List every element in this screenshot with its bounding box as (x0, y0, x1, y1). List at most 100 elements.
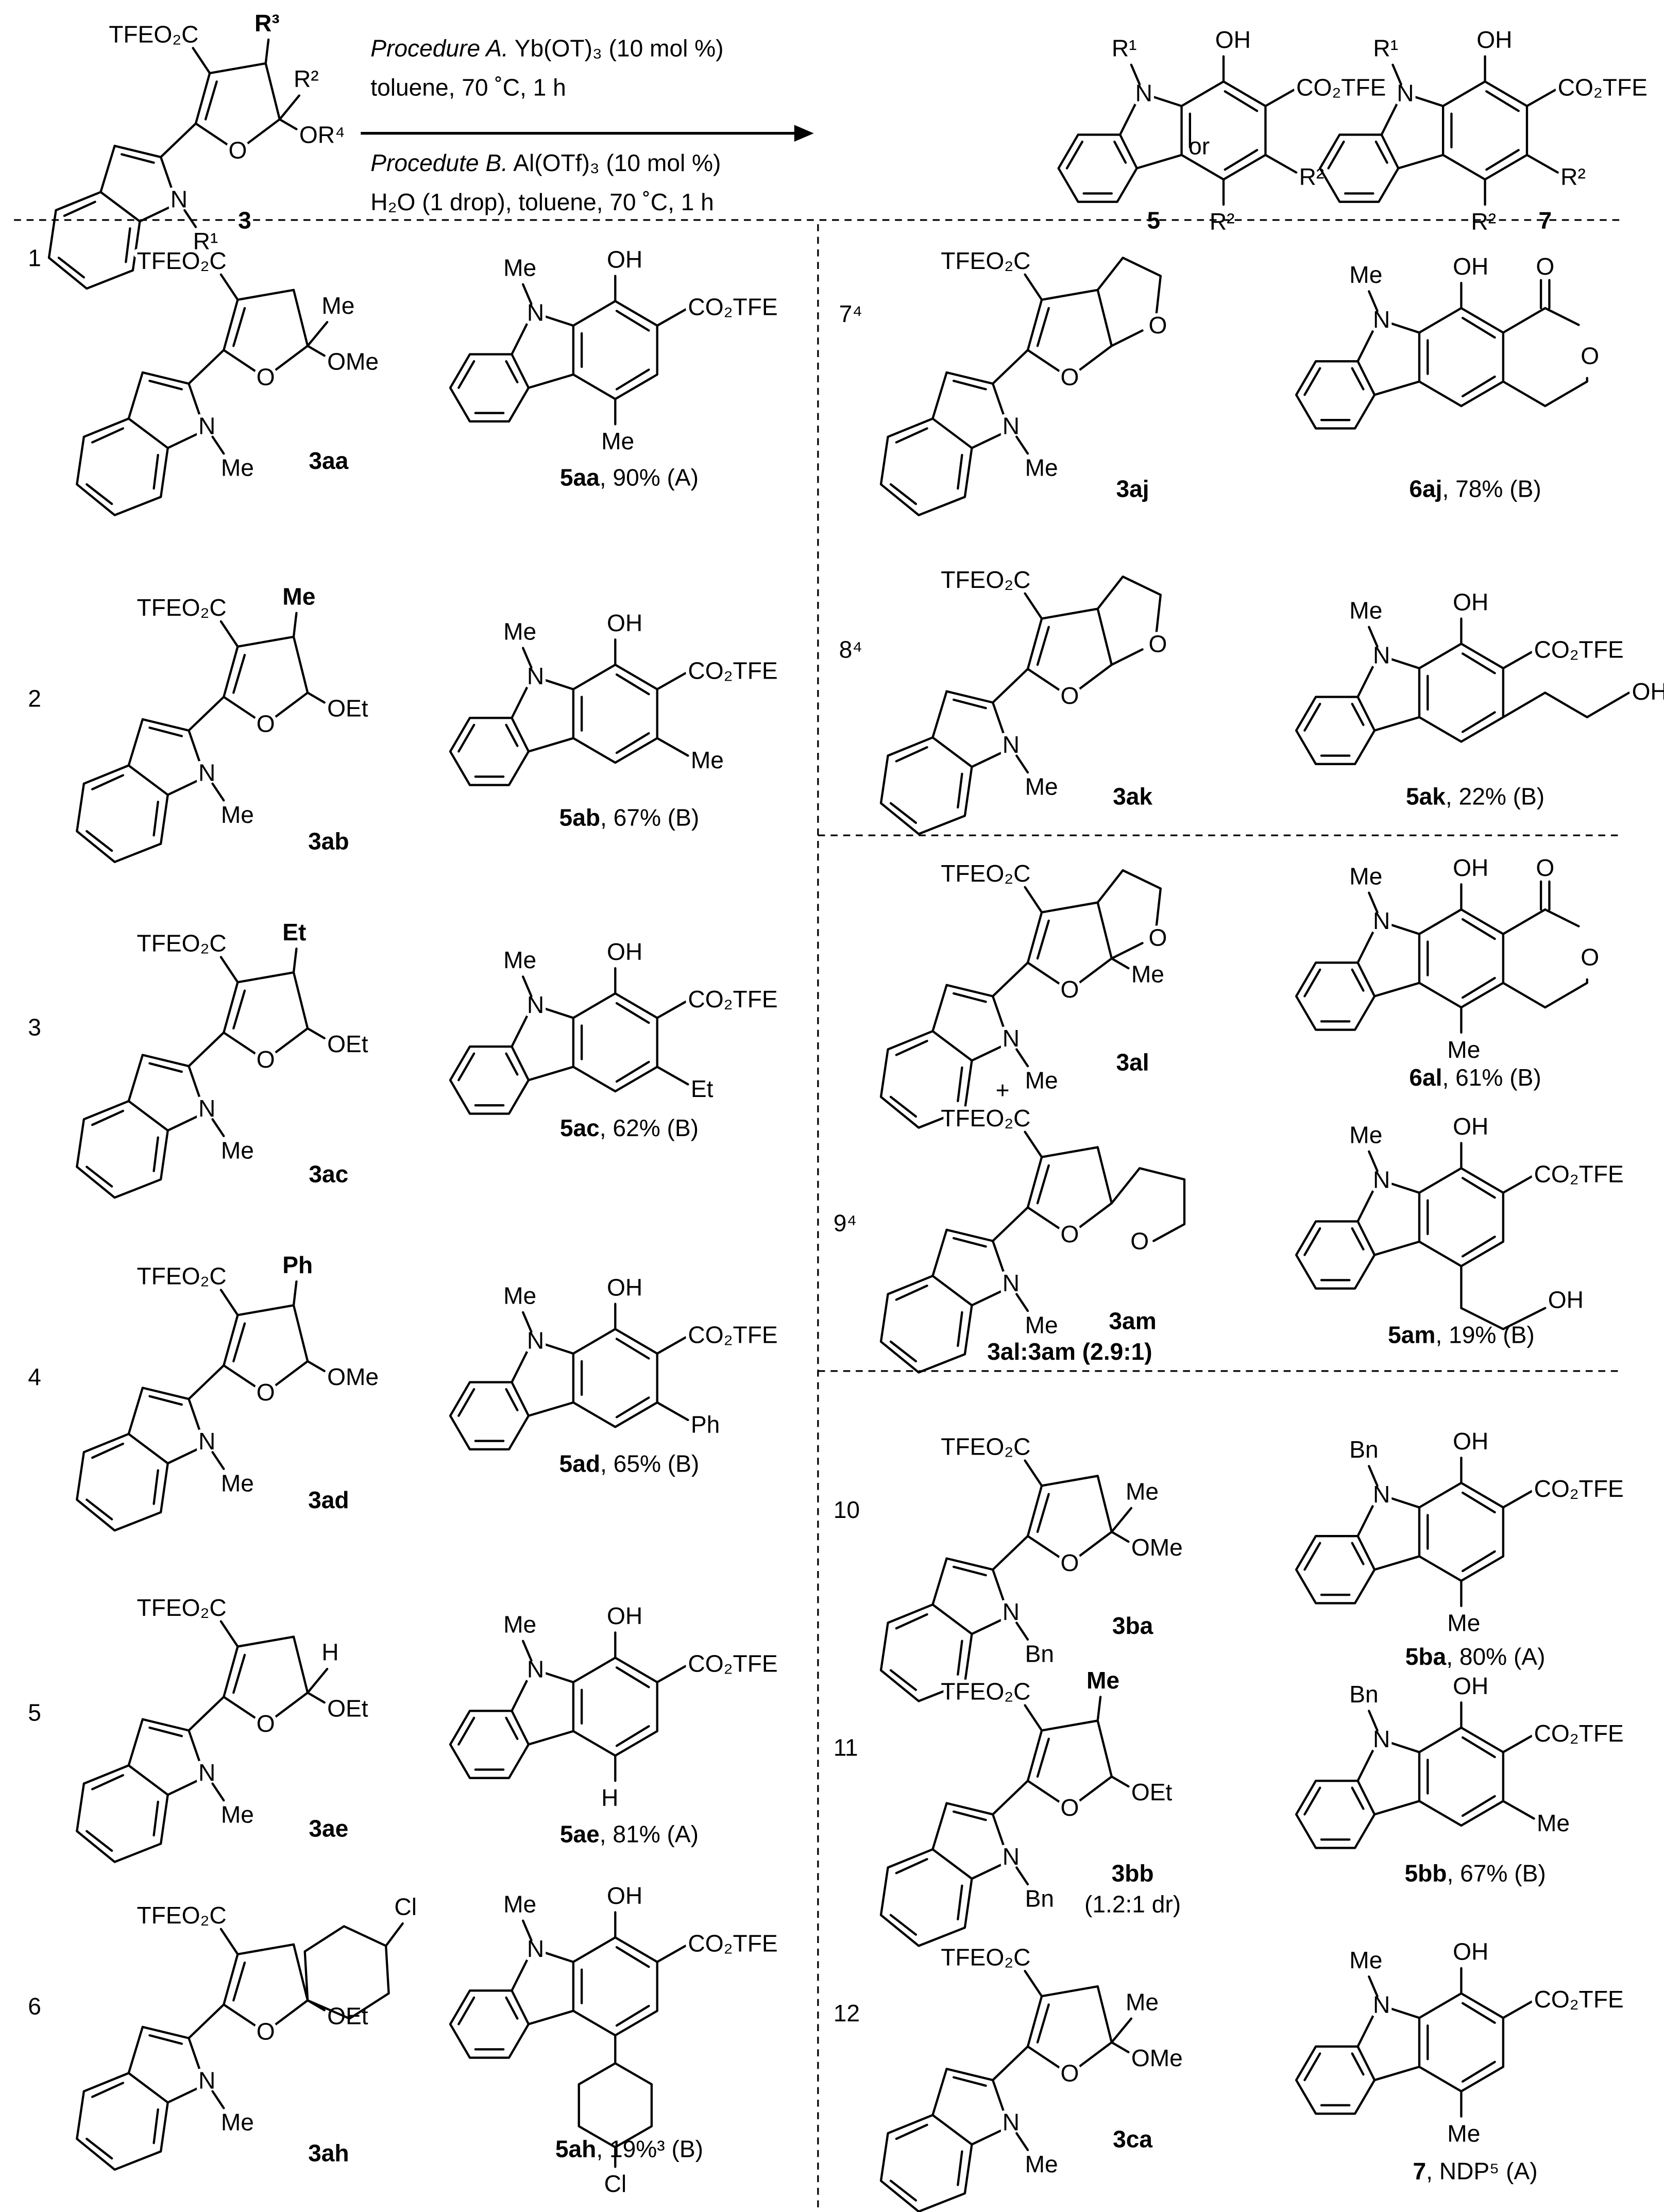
entry-number: 6 (28, 1993, 41, 2019)
indolyl-dihydrofuran-skeleton (881, 1706, 1112, 1946)
ester-label: CO₂TFE (688, 1650, 777, 1677)
nitrogen-substituent-label: Me (221, 454, 254, 481)
carbazole-skeleton (450, 993, 657, 1113)
nitrogen-substituent-label: Bn (1349, 1436, 1378, 1463)
nitrogen-substituent-label: Me (503, 1282, 536, 1309)
yield-text: , 62% (B) (600, 1115, 699, 1141)
c4-substituent-label: Me (1086, 1667, 1119, 1694)
product-id: 5ae (560, 1821, 600, 1848)
ester-label: CO₂TFE (1558, 74, 1648, 100)
bond (656, 1066, 689, 1086)
carbazole-nitrogen-label: N (527, 1935, 544, 1962)
product-id: 5bb (1404, 1860, 1447, 1887)
yield-text: , 67% (B) (600, 804, 699, 831)
carbazole-skeleton (1059, 81, 1266, 201)
indolyl-dihydrofuran-skeleton (77, 275, 308, 515)
condition-text: toluene, 70 ˚C, 1 h (370, 74, 566, 100)
nitrogen-substituent-label: Me (221, 801, 254, 828)
c5-substituent-label: R² (294, 65, 319, 92)
indole-nitrogen-label: N (198, 412, 215, 439)
bond (1368, 1710, 1379, 1732)
bond (1264, 87, 1298, 107)
starting-material-id: 3aa (309, 447, 348, 474)
indolyl-dihydrofuran-skeleton (77, 1290, 308, 1530)
carbazole-nitrogen-label: N (1373, 1481, 1390, 1508)
bond (292, 1280, 298, 1307)
indolyl-dihydrofuran-skeleton (881, 275, 1112, 515)
hydroxyl-chain-label: OH (1632, 678, 1664, 705)
nitrogen-substituent-label: Me (503, 1890, 536, 1917)
bond (1502, 1999, 1535, 2019)
yield-text: , 78% (B) (1442, 475, 1541, 502)
nitrogen-substituent-label: Me (221, 1801, 254, 1828)
furan-oxygen-label: O (228, 137, 247, 164)
product-yield-label: 5ae, 81% (A) (560, 1821, 699, 1848)
bond (211, 782, 225, 802)
starting-material-id: 3ba (1112, 1612, 1153, 1639)
bond (1015, 1622, 1029, 1641)
carbazole-skeleton (450, 301, 657, 421)
fused-ring-oxygen-label: O (1148, 631, 1167, 657)
starting-material-id: 3al (1116, 1049, 1149, 1075)
ester-label: TFEO₂C (941, 1105, 1030, 1132)
yield-text: , 19% (B) (1435, 1322, 1534, 1348)
c3-substituent-label: R² (1560, 163, 1586, 190)
ester-label: TFEO₂C (941, 247, 1030, 274)
starting-material-id: 3ca (1113, 2125, 1152, 2152)
bond (1110, 957, 1130, 970)
product-id: 6al (1409, 1064, 1442, 1091)
product-id: 5ab (559, 804, 600, 831)
nitrogen-substituent-label: R¹ (1112, 35, 1137, 61)
bond (1368, 290, 1379, 312)
c5-substituent-label: Me (321, 292, 354, 319)
c5-substituent-label: Me (1126, 1988, 1159, 2015)
product-yield-label: 5ba, 80% (A) (1405, 1643, 1546, 1670)
carbazole-nitrogen-label: N (527, 1327, 544, 1354)
bond (1015, 1866, 1029, 1886)
nitrogen-substituent-label: R¹ (193, 228, 218, 255)
c4-substituent-label: Me (1447, 1036, 1480, 1063)
entry-number: 2 (28, 685, 41, 712)
entry-number: 1 (28, 245, 41, 272)
entry-number: 9⁴ (834, 1209, 857, 1236)
yield-text: , 80% (A) (1446, 1643, 1545, 1670)
bond (1368, 626, 1379, 648)
spiro-ring (1110, 1167, 1186, 1242)
ester-label: TFEO₂C (941, 1433, 1030, 1460)
bond (292, 612, 298, 638)
nitrogen-substituent-label: Me (1025, 454, 1058, 481)
bond (1110, 2017, 1133, 2044)
hydroxyl-chain-label: OH (1548, 1287, 1584, 1313)
furan-oxygen-label: O (257, 2018, 275, 2045)
starting-material-id: 3ad (308, 1487, 349, 1513)
bond (656, 737, 689, 757)
product-yield-label: 5ad, 65% (B) (559, 1450, 700, 1477)
carbazole-nitrogen-label: N (527, 1656, 544, 1682)
bond (521, 975, 533, 998)
c4-substituent-label: Me (282, 583, 315, 610)
ester-label: TFEO₂C (941, 1944, 1030, 1970)
lactone-ring (1502, 307, 1580, 334)
condition-line: Procedute B. Al(OTf)₃ (10 mol %) (370, 149, 721, 176)
starting-material-id: 3ak (1113, 783, 1152, 810)
c5-substituent-label: Me (1126, 1478, 1159, 1505)
bond (1110, 942, 1144, 960)
hydroxyl-label: OH (607, 246, 642, 273)
bond (656, 1663, 689, 1683)
c5-alkoxy-label: Me (1131, 960, 1164, 987)
bond (211, 435, 225, 455)
bond (384, 1922, 404, 1947)
yield-text: , 67% (B) (1447, 1860, 1546, 1887)
bond (306, 320, 329, 347)
indolyl-dihydrofuran-skeleton (77, 1929, 308, 2170)
carbazole-nitrogen-label: N (1373, 641, 1390, 668)
product-yield-label: 5aa, 90% (A) (560, 464, 699, 491)
hydroxyl-label: OH (1453, 1673, 1488, 1699)
yield-text: , 65% (B) (600, 1450, 699, 1477)
